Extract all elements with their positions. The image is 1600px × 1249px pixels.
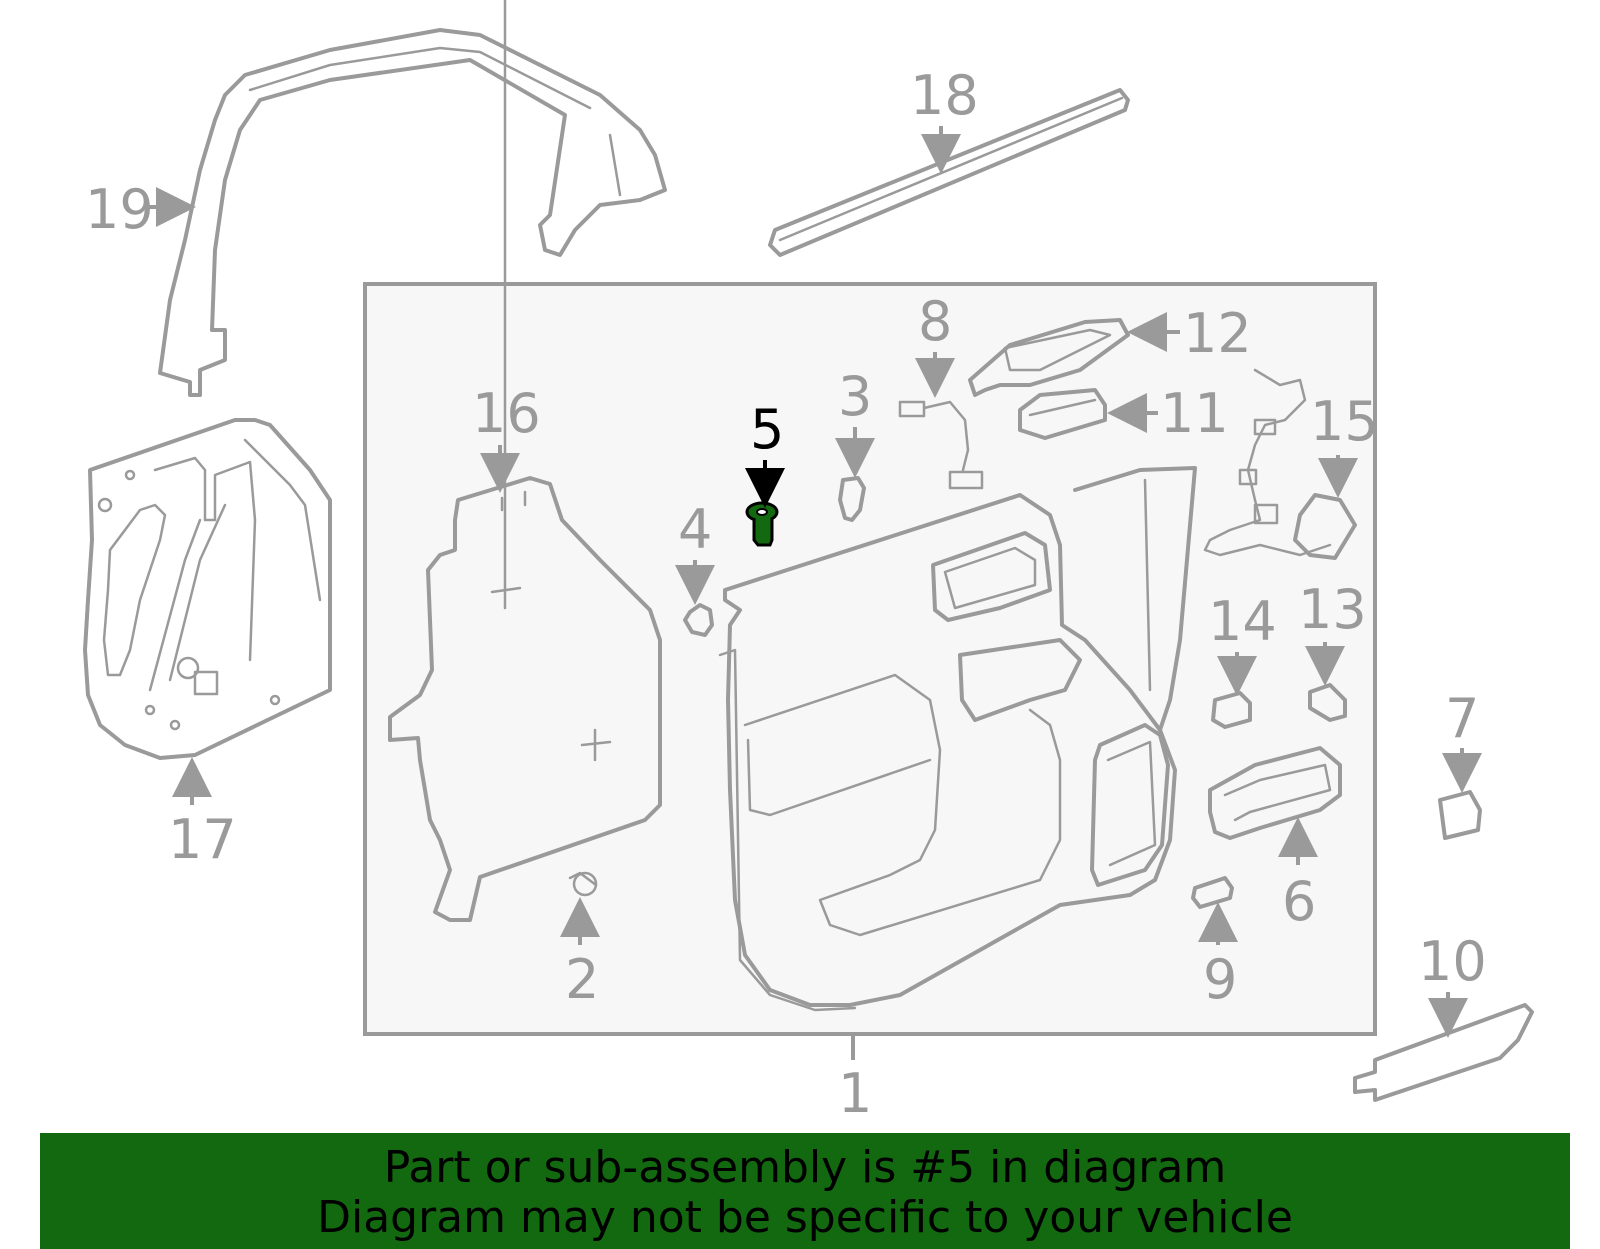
part-4-nut[interactable] bbox=[683, 603, 714, 637]
part-15-wiring-harness[interactable] bbox=[1203, 368, 1357, 560]
callout-2: 2 bbox=[565, 948, 599, 1011]
callout-12: 12 bbox=[1183, 302, 1252, 365]
part-1-door-trim-panel[interactable] bbox=[718, 466, 1197, 1012]
callout-8: 8 bbox=[918, 290, 952, 353]
banner-line-2: Diagram may not be specific to your vehi… bbox=[317, 1192, 1293, 1243]
callout-7: 7 bbox=[1445, 687, 1479, 750]
callout-3: 3 bbox=[838, 365, 872, 428]
callout-1: 1 bbox=[838, 1062, 872, 1125]
part-10-molding[interactable] bbox=[1353, 1003, 1534, 1102]
part-12-switch-bezel[interactable] bbox=[968, 318, 1130, 397]
part-8-wiring-harness[interactable] bbox=[898, 400, 984, 490]
part-3-clip[interactable] bbox=[838, 476, 866, 522]
callout-10: 10 bbox=[1418, 930, 1487, 993]
callout-9: 9 bbox=[1203, 948, 1237, 1011]
callout-14: 14 bbox=[1208, 590, 1277, 653]
callout-6: 6 bbox=[1282, 870, 1316, 933]
callout-4: 4 bbox=[678, 498, 712, 561]
callout-15: 15 bbox=[1310, 390, 1379, 453]
callout-11: 11 bbox=[1160, 382, 1229, 445]
callout-19: 19 bbox=[85, 178, 154, 241]
part-7-cap[interactable] bbox=[1438, 790, 1482, 840]
callout-17: 17 bbox=[168, 808, 237, 871]
banner-line-1: Part or sub-assembly is #5 in diagram bbox=[383, 1142, 1227, 1193]
part-9-cap[interactable] bbox=[1191, 876, 1234, 909]
callout-5-highlighted: 5 bbox=[750, 398, 784, 461]
callout-18: 18 bbox=[910, 64, 979, 127]
part-19-frame-molding[interactable] bbox=[158, 28, 667, 397]
part-6-inside-handle[interactable] bbox=[1208, 746, 1342, 840]
part-17-inner-panel[interactable] bbox=[83, 418, 332, 760]
part-11-window-switch[interactable] bbox=[1018, 388, 1107, 440]
callout-13: 13 bbox=[1298, 578, 1367, 641]
part-16-deflector-sheet[interactable] bbox=[388, 0, 662, 922]
callout-16: 16 bbox=[472, 382, 541, 445]
part-2-bolt[interactable] bbox=[568, 871, 598, 897]
info-banner: Part or sub-assembly is #5 in diagram Di… bbox=[40, 1133, 1570, 1249]
